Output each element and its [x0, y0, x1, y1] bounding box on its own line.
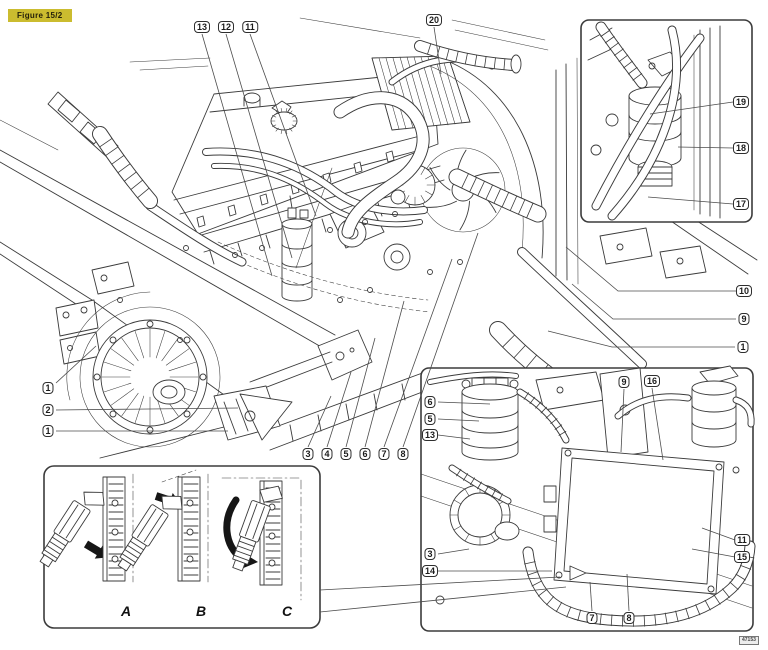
- callout-3: 3: [302, 448, 314, 460]
- callout-19: 19: [732, 96, 750, 108]
- callout-15: 15: [733, 551, 751, 563]
- callout-1: 1: [42, 382, 54, 394]
- arrow-a: [83, 540, 109, 559]
- callout-16: 16: [643, 375, 661, 387]
- callout-17: 17: [732, 198, 750, 210]
- callout-1: 1: [737, 341, 749, 353]
- panel-label-c: C: [281, 603, 293, 619]
- callout-5: 5: [340, 448, 352, 460]
- callout-7: 7: [378, 448, 390, 460]
- callout-8: 8: [397, 448, 409, 460]
- callout-3: 3: [424, 548, 436, 560]
- figure-number-badge: Figure 15/2: [8, 9, 72, 22]
- callout-20: 20: [425, 14, 443, 26]
- callout-2: 2: [42, 404, 54, 416]
- callout-1: 1: [42, 425, 54, 437]
- callout-11: 11: [734, 534, 750, 546]
- callout-6: 6: [359, 448, 371, 460]
- callout-6: 6: [424, 396, 436, 408]
- callout-9: 9: [738, 313, 750, 325]
- callout-5: 5: [424, 413, 436, 425]
- callout-18: 18: [732, 142, 750, 154]
- callout-7: 7: [586, 612, 598, 624]
- inset-bottom-right: [420, 365, 756, 632]
- main-engine-art: [0, 17, 758, 459]
- callout-12: 12: [217, 21, 235, 33]
- inset-top-right: [580, 19, 753, 223]
- callout-8: 8: [623, 612, 635, 624]
- print-code: 47153: [739, 636, 759, 645]
- callout-13: 13: [193, 21, 211, 33]
- callout-14: 14: [421, 565, 439, 577]
- callout-4: 4: [321, 448, 333, 460]
- inset-bottom-left: [39, 465, 321, 629]
- callout-10: 10: [735, 285, 753, 297]
- panel-label-b: B: [195, 603, 207, 619]
- callout-11: 11: [242, 21, 258, 33]
- callout-9: 9: [618, 376, 630, 388]
- panel-label-a: A: [120, 603, 132, 619]
- callout-13: 13: [421, 429, 439, 441]
- leader-lines: [55, 26, 736, 613]
